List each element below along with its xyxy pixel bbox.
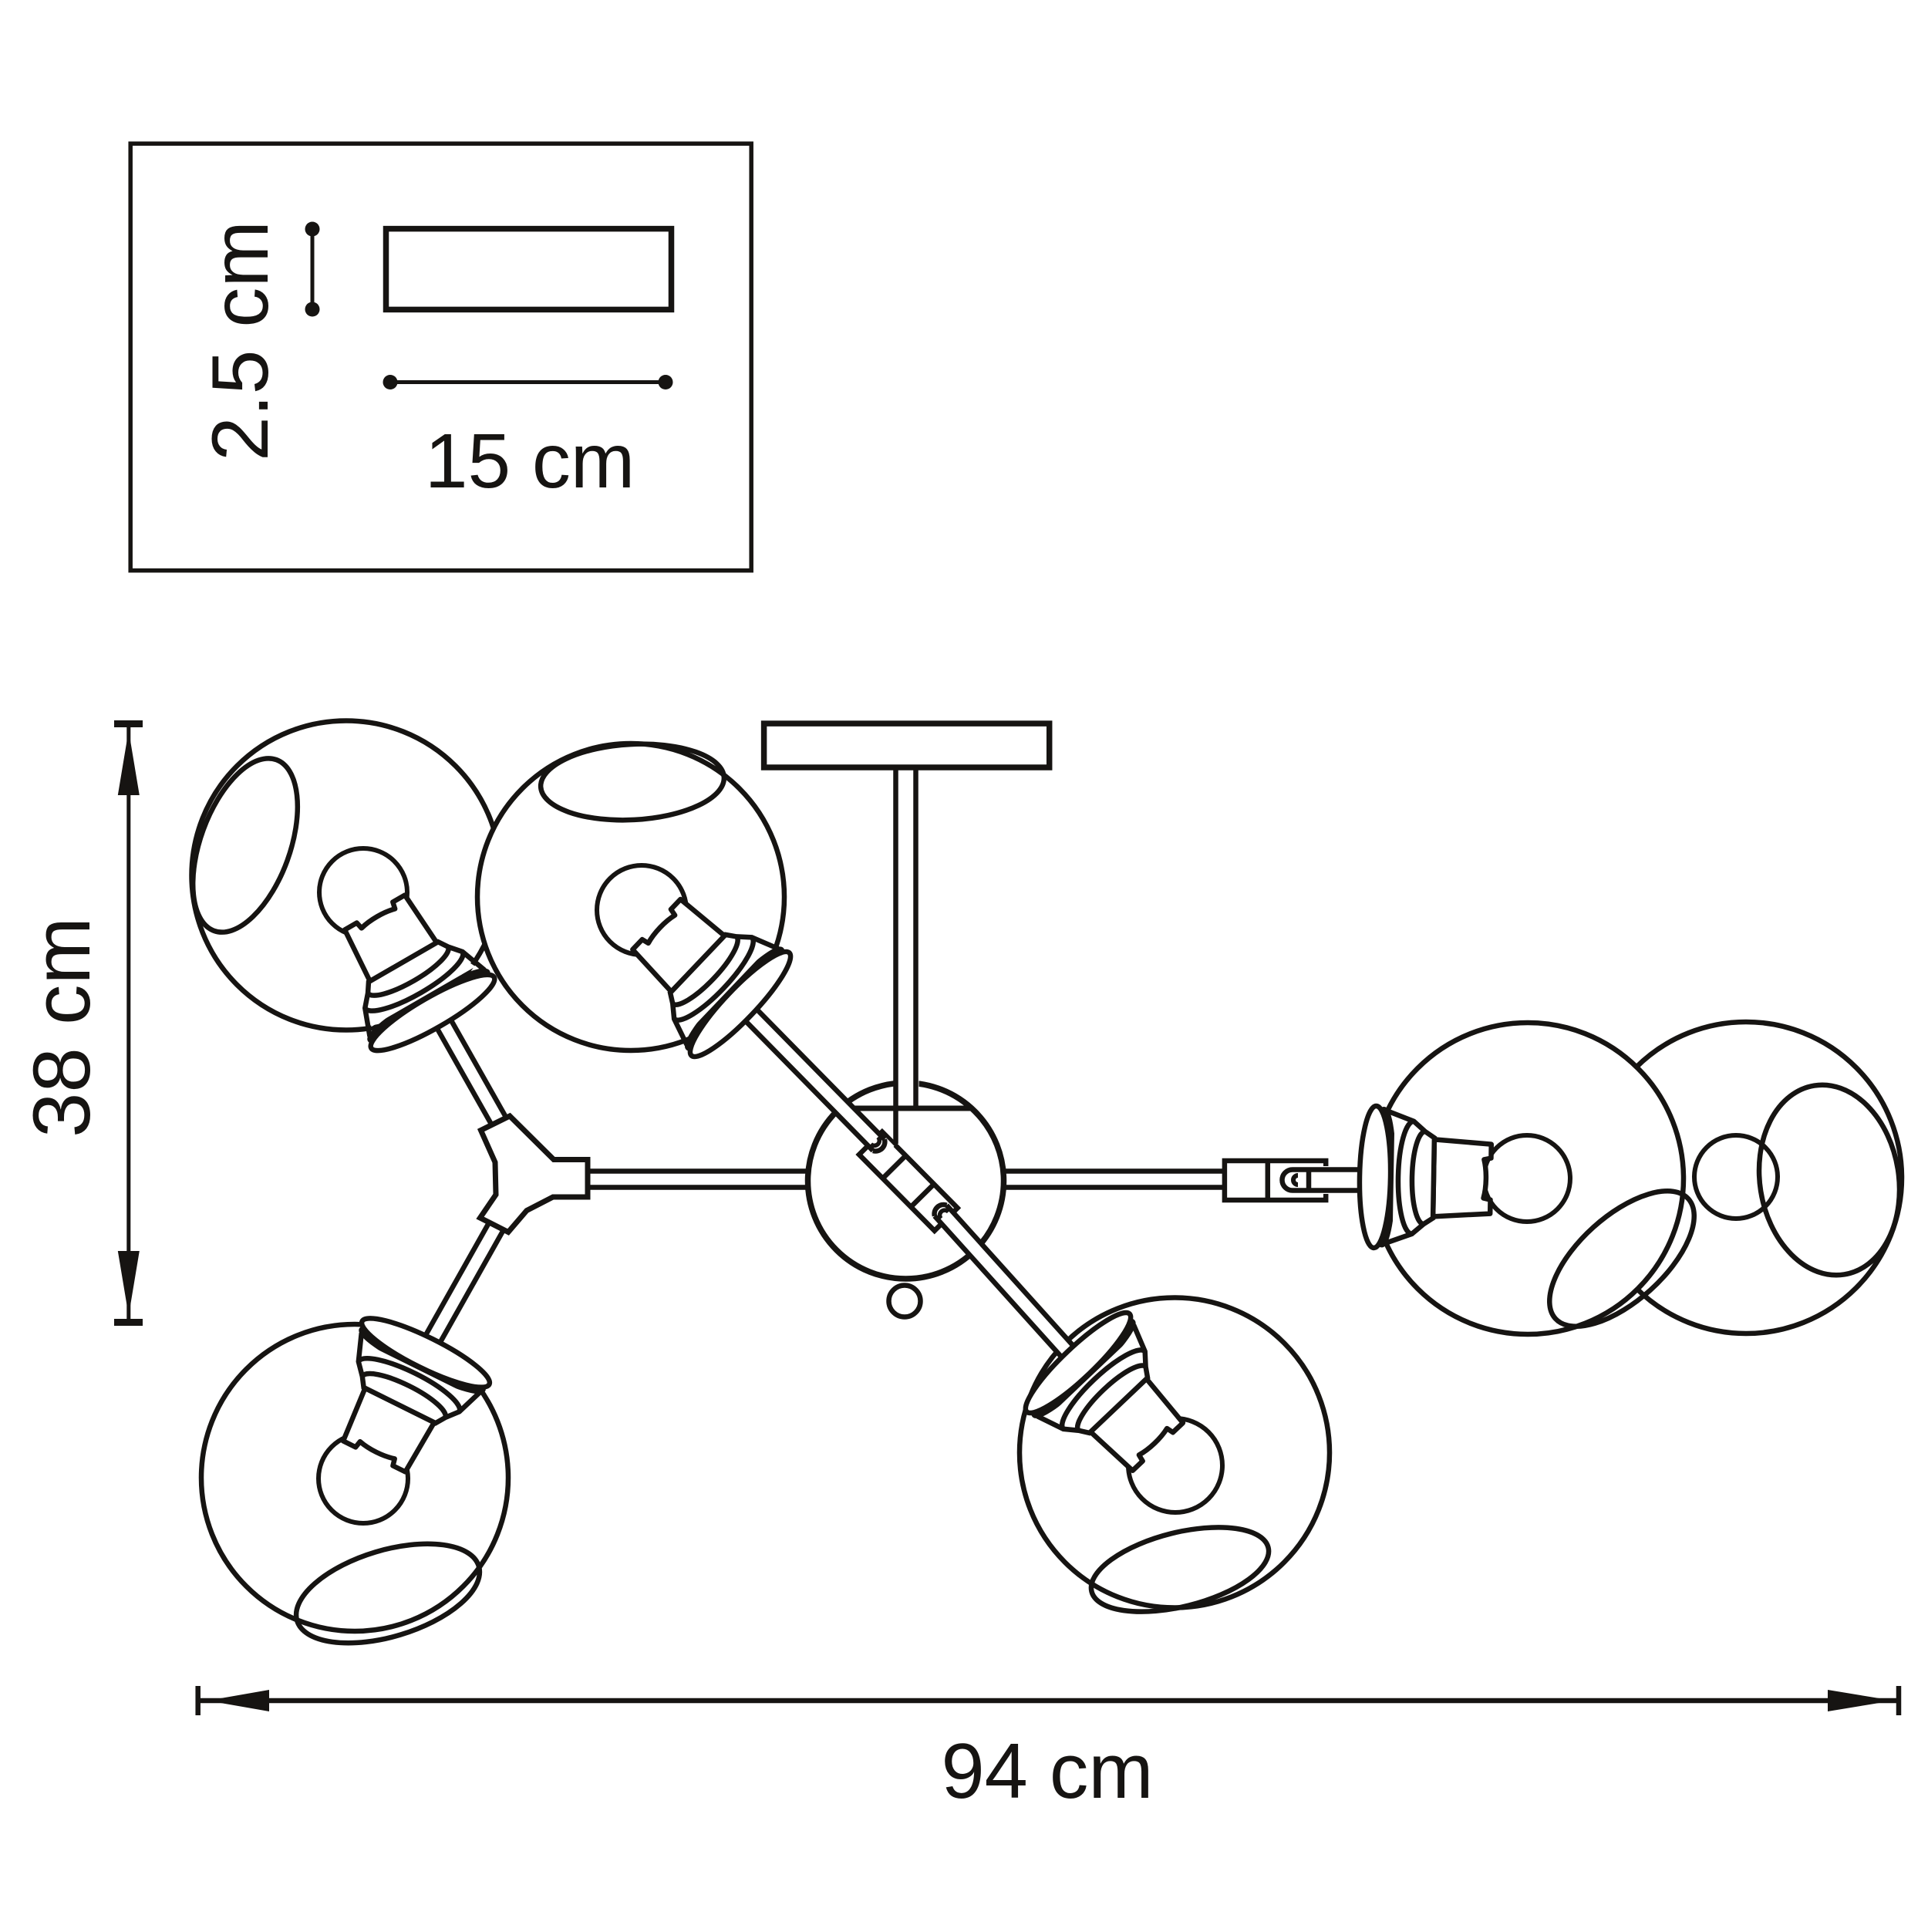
svg-text:2.5 cm: 2.5 cm	[196, 221, 285, 461]
svg-text:15 cm: 15 cm	[425, 418, 635, 504]
svg-text:94 cm: 94 cm	[941, 1728, 1153, 1815]
svg-text:38 cm: 38 cm	[17, 917, 107, 1138]
